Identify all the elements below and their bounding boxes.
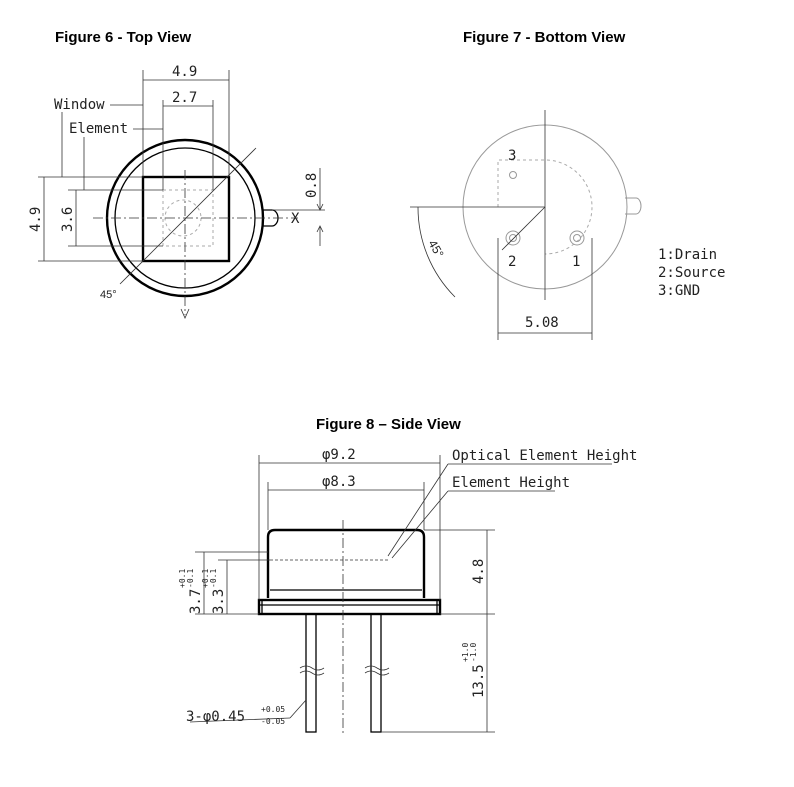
- fig7-pin2: [509, 234, 517, 242]
- fig6-dim-4-9-top: 4.9: [172, 64, 197, 80]
- fig8-dim-3-7-tol-plus: +0.1: [178, 569, 187, 588]
- fig6-window-label: Window: [54, 97, 105, 113]
- fig6-45deg-line: [119, 147, 257, 285]
- fig8-dim-4-8: 4.8: [471, 559, 487, 584]
- fig7-pin3: [509, 171, 517, 179]
- fig7-legend-source: 2:Source: [658, 265, 725, 281]
- fig8-break-left: [299, 665, 325, 676]
- fig8-flange: [257, 598, 442, 616]
- fig8-dim-13-5: 13.5: [471, 664, 487, 698]
- fig6-title: Figure 6 - Top View: [55, 29, 191, 46]
- fig8-dim-3-3: 3.3: [211, 589, 227, 614]
- fig6-dim-2-7: 2.7: [172, 90, 197, 106]
- fig8-cap: [266, 528, 426, 598]
- fig7-pin-circle: [497, 159, 593, 255]
- fig7-pin3-label: 3: [508, 148, 516, 164]
- fig8-dim-3-7-tol-minus: -0.1: [186, 569, 195, 588]
- fig6-y-arrow: [180, 308, 190, 319]
- fig6-arrow: [316, 203, 324, 211]
- fig7-tab: [625, 197, 642, 215]
- fig7-pin1-label: 1: [572, 254, 580, 270]
- figure-6-top-view: Figure 6 - Top View X Y 45° 4.9 2.7 Wind…: [28, 29, 325, 319]
- fig8-lead-dim: 3-φ0.45: [186, 709, 245, 725]
- fig8-dim-phi-8-3: φ8.3: [322, 474, 356, 490]
- fig8-lead-tol-plus: +0.05: [261, 705, 285, 714]
- fig7-legend-drain: 1:Drain: [658, 247, 717, 263]
- fig8-optical-label: Optical Element Height: [452, 448, 637, 464]
- fig6-element-label: Element: [69, 121, 128, 137]
- fig8-element-label: Element Height: [452, 475, 570, 491]
- fig6-dim-0-8: 0.8: [304, 173, 320, 198]
- fig6-x-label: X: [291, 211, 300, 227]
- fig8-dim-phi-9-2: φ9.2: [322, 447, 356, 463]
- fig6-dim-4-9-left: 4.9: [28, 207, 44, 232]
- fig6-element: [162, 189, 214, 247]
- figure-7-bottom-view: Figure 7 - Bottom View 3 2 1 45° 5.08 1:…: [410, 29, 725, 340]
- fig6-window: [141, 175, 231, 263]
- fig7-title: Figure 7 - Bottom View: [463, 29, 626, 46]
- fig7-pin1-outer: [569, 230, 585, 246]
- fig8-title: Figure 8 – Side View: [316, 416, 461, 433]
- fig7-pin2-label: 2: [508, 254, 516, 270]
- fig8-break-right: [364, 665, 390, 676]
- fig8-lead-leader: [289, 699, 307, 719]
- fig7-angle: 45°: [425, 238, 446, 261]
- fig8-lead-underline: [189, 717, 291, 723]
- fig7-dim-5-08: 5.08: [525, 315, 559, 331]
- fig8-optical-leader: [387, 463, 449, 557]
- fig8-dim-3-3-tol-minus: -0.1: [209, 569, 218, 588]
- fig8-lead-right: [370, 613, 382, 733]
- fig6-dim-3-6: 3.6: [60, 207, 76, 232]
- fig8-lead-tol-minus: -0.05: [261, 717, 285, 726]
- fig7-pin2-outer: [505, 230, 521, 246]
- fig7-legend-gnd: 3:GND: [658, 283, 700, 299]
- fig8-dim-3-7: 3.7: [188, 589, 204, 614]
- fig8-dim-3-3-tol-plus: +0.1: [201, 569, 210, 588]
- fig8-dim-13-5-tol-plus: +1.0: [461, 643, 470, 662]
- fig6-angle: 45°: [100, 289, 117, 301]
- figure-8-side-view: Figure 8 – Side View φ9.2 φ8.3 Optical E…: [178, 416, 637, 735]
- fig8-dim-13-5-tol-minus: -1.0: [469, 643, 478, 662]
- fig7-pin1: [573, 234, 581, 242]
- fig8-lead-left: [305, 613, 317, 733]
- fig8-element-leader: [391, 490, 449, 559]
- fig7-angle-arc: [417, 206, 456, 298]
- fig7-45deg-line: [501, 206, 546, 251]
- fig6-arrow: [316, 225, 324, 233]
